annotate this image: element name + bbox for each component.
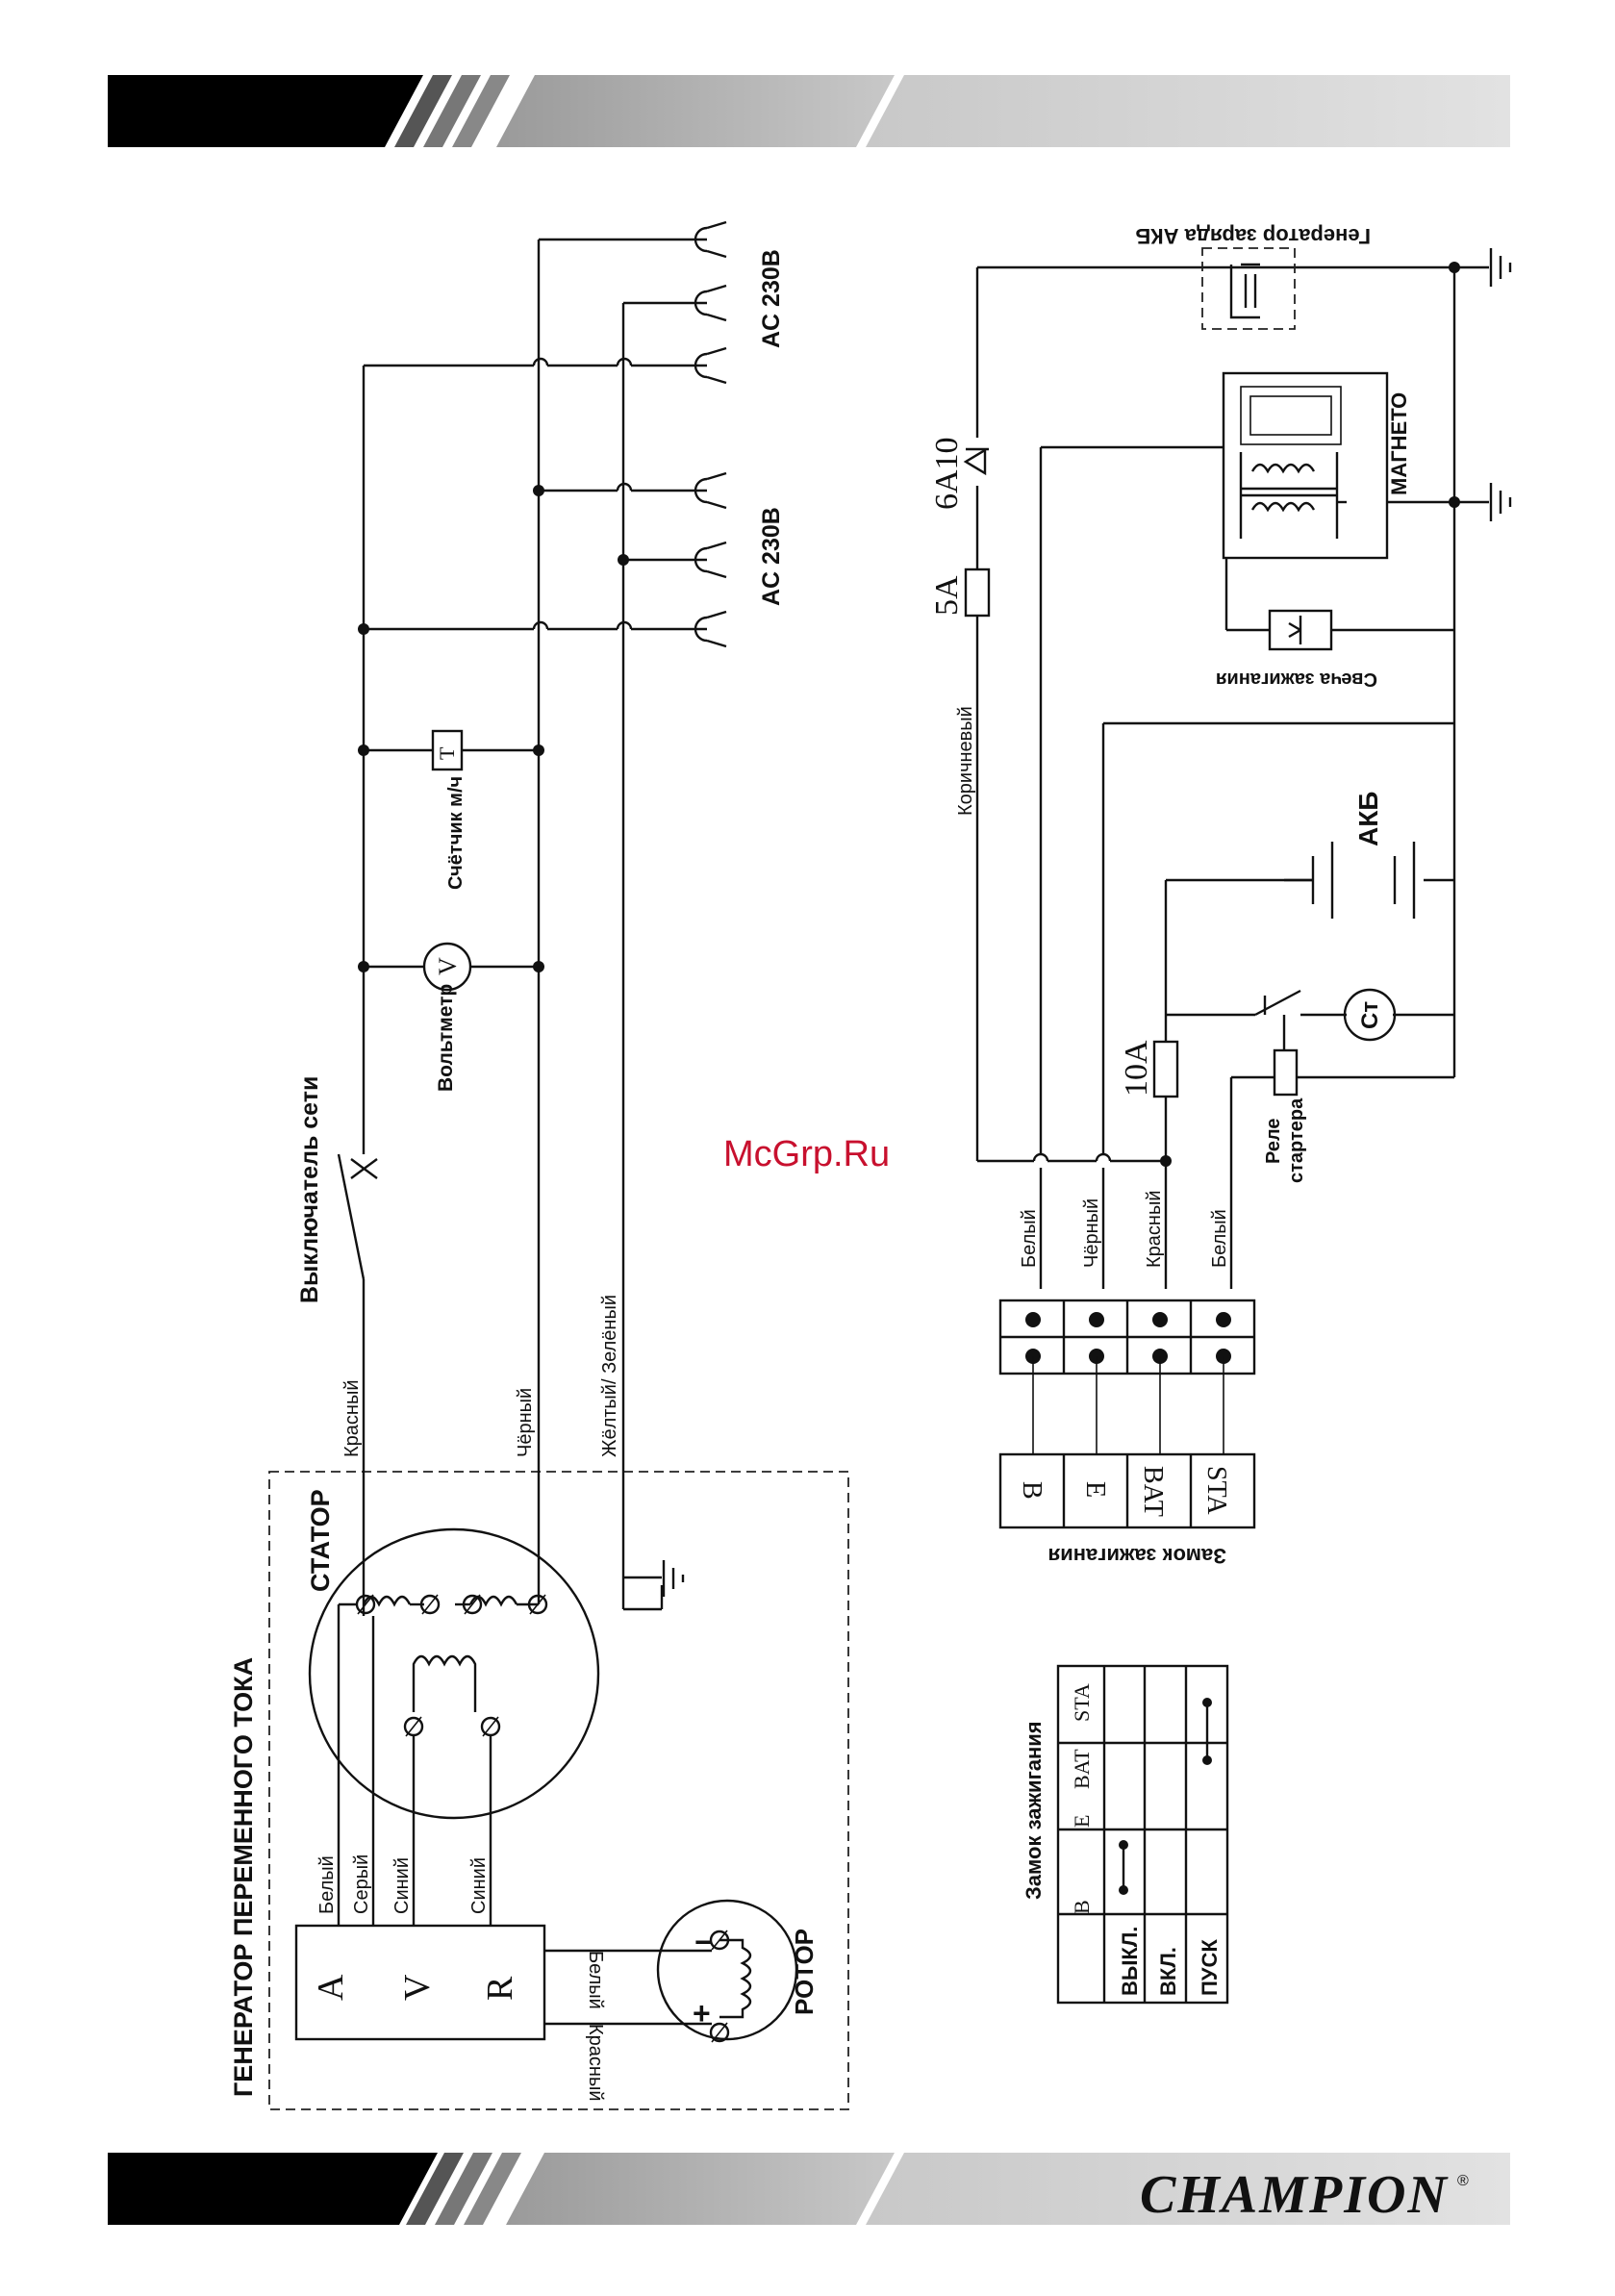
spark-plug-label: Свеча зажигания [1216, 669, 1377, 690]
wire-label-brown: Коричневый [955, 706, 976, 816]
fuse-10a-label: 10A [1119, 1040, 1154, 1097]
ign-terminal-bat: BAT [1138, 1466, 1168, 1517]
hour-meter-label: Счётчик м/ч [445, 776, 467, 890]
dc-wiring [975, 248, 1512, 1289]
ac-output-wiring [337, 238, 707, 1611]
ign-table-row-off: ВЫКЛ. [1118, 1927, 1142, 1996]
ign-terminal-b: B [1017, 1481, 1047, 1500]
stator-circle [308, 1527, 600, 1820]
hour-meter-symbol [431, 729, 464, 771]
starter-motor-symbol [1343, 988, 1397, 1042]
voltmeter-v: V [434, 957, 462, 975]
sw-wire-red: Красный [1144, 1191, 1165, 1269]
ign-table-row-on: ВКЛ. [1156, 1947, 1180, 1996]
avr-letter-v: V [397, 1974, 438, 2001]
stator-main-winding [362, 1595, 539, 1616]
avr-letter-a: A [311, 1974, 351, 2001]
footer-band [108, 2153, 1510, 2225]
sw-wire-black: Чёрный [1081, 1198, 1102, 1268]
ign-terminal-sta: STA [1201, 1466, 1231, 1515]
rotor-wires [544, 1949, 712, 2026]
starter-relay-label-1: Реле [1263, 1118, 1284, 1164]
watermark: McGrp.Ru [723, 1134, 890, 1174]
wire-label-blue-2: Синий [468, 1857, 490, 1914]
rotor-circle [656, 1899, 798, 2041]
stator-excitation-winding [412, 1654, 477, 1712]
outlet-upper [694, 220, 727, 385]
outlet-lower [694, 471, 727, 648]
charge-generator-frame [1201, 247, 1296, 330]
rotor-winding [709, 1930, 752, 2043]
charge-generator-coil [1229, 263, 1260, 319]
wire-label-gray: Серый [351, 1854, 372, 1914]
generator-title: ГЕНЕРАТОР ПЕРЕМЕННОГО ТОКА [229, 1657, 258, 2097]
sw-wire-white-2: Белый [1209, 1209, 1230, 1268]
avr-letter-r: R [480, 1976, 520, 2001]
rotor-wire-white: Белый [585, 1951, 606, 2009]
rotor-label: РОТОР [790, 1929, 819, 2015]
voltmeter-label: Вольтметр [435, 984, 457, 1092]
dc-junction-dots [1160, 262, 1460, 1167]
terminal-strip [998, 1299, 1256, 1454]
charge-generator-label: Генератор заряда АКБ [1135, 224, 1371, 248]
fuse-5a-label: 5A [929, 575, 965, 616]
wire-label-yellow-green: Жёлтый/ Зелёный [599, 1295, 620, 1457]
outlet-label-2: AC 230В [758, 507, 785, 606]
champion-logo: CHAMPION [1140, 2165, 1449, 2225]
starter-relay-symbol [1273, 1048, 1299, 1097]
ign-table-col-bat: BAT [1070, 1749, 1094, 1789]
header-band [108, 75, 1510, 147]
fuse-5a-symbol [964, 568, 991, 618]
starter-motor-label: Ст [1357, 1001, 1383, 1029]
avr-box [294, 1924, 546, 2041]
hour-meter-t: T [435, 746, 459, 760]
sw-wire-white: Белый [1019, 1209, 1040, 1268]
rotor-plus: + [693, 1996, 711, 2031]
wire-label-blue-1: Синий [391, 1857, 413, 1914]
ign-table-col-e: E [1070, 1815, 1094, 1828]
ignition-switch-label: Замок зажигания [1047, 1544, 1226, 1568]
ign-table-row-start: ПУСК [1198, 1939, 1222, 1996]
stator-terminals [355, 1594, 548, 1737]
outlet-label-1: AC 230В [758, 249, 785, 348]
diode-symbol [963, 447, 989, 476]
registered-mark: ® [1457, 2173, 1469, 2189]
stator-label: СТАТОР [306, 1489, 335, 1592]
spark-plug-gap [1288, 616, 1302, 644]
voltmeter-symbol [422, 942, 472, 992]
diode-label: 6A10 [929, 437, 965, 510]
ign-table-col-b: B [1070, 1900, 1094, 1914]
ign-terminal-e: E [1080, 1481, 1110, 1498]
ignition-switch-dividers [1062, 1454, 1193, 1527]
starter-relay-label-2: стартера [1286, 1098, 1307, 1183]
wire-label-white: Белый [316, 1855, 338, 1914]
ign-table-col-sta: STA [1070, 1683, 1094, 1722]
battery-label: АКБ [1353, 792, 1383, 846]
stator-to-avr-wires [337, 1602, 492, 1926]
rotor-wire-red: Красный [585, 2024, 606, 2102]
wire-label-black: Чёрный [515, 1388, 536, 1457]
generator-dashed-frame [268, 1471, 849, 2110]
ign-table-title: Замок зажигания [1022, 1721, 1046, 1900]
magneto-label: МАГНЕТО [1387, 392, 1411, 495]
fuse-10a-symbol [1152, 1040, 1179, 1098]
wire-label-red: Красный [341, 1380, 363, 1458]
mains-switch-label: Выключатель сети [296, 1076, 323, 1303]
ac-junction-dots [358, 485, 629, 972]
rotor-minus: − [694, 1925, 713, 1959]
ignition-table [1056, 1664, 1229, 2005]
magneto-coils [1239, 386, 1347, 539]
